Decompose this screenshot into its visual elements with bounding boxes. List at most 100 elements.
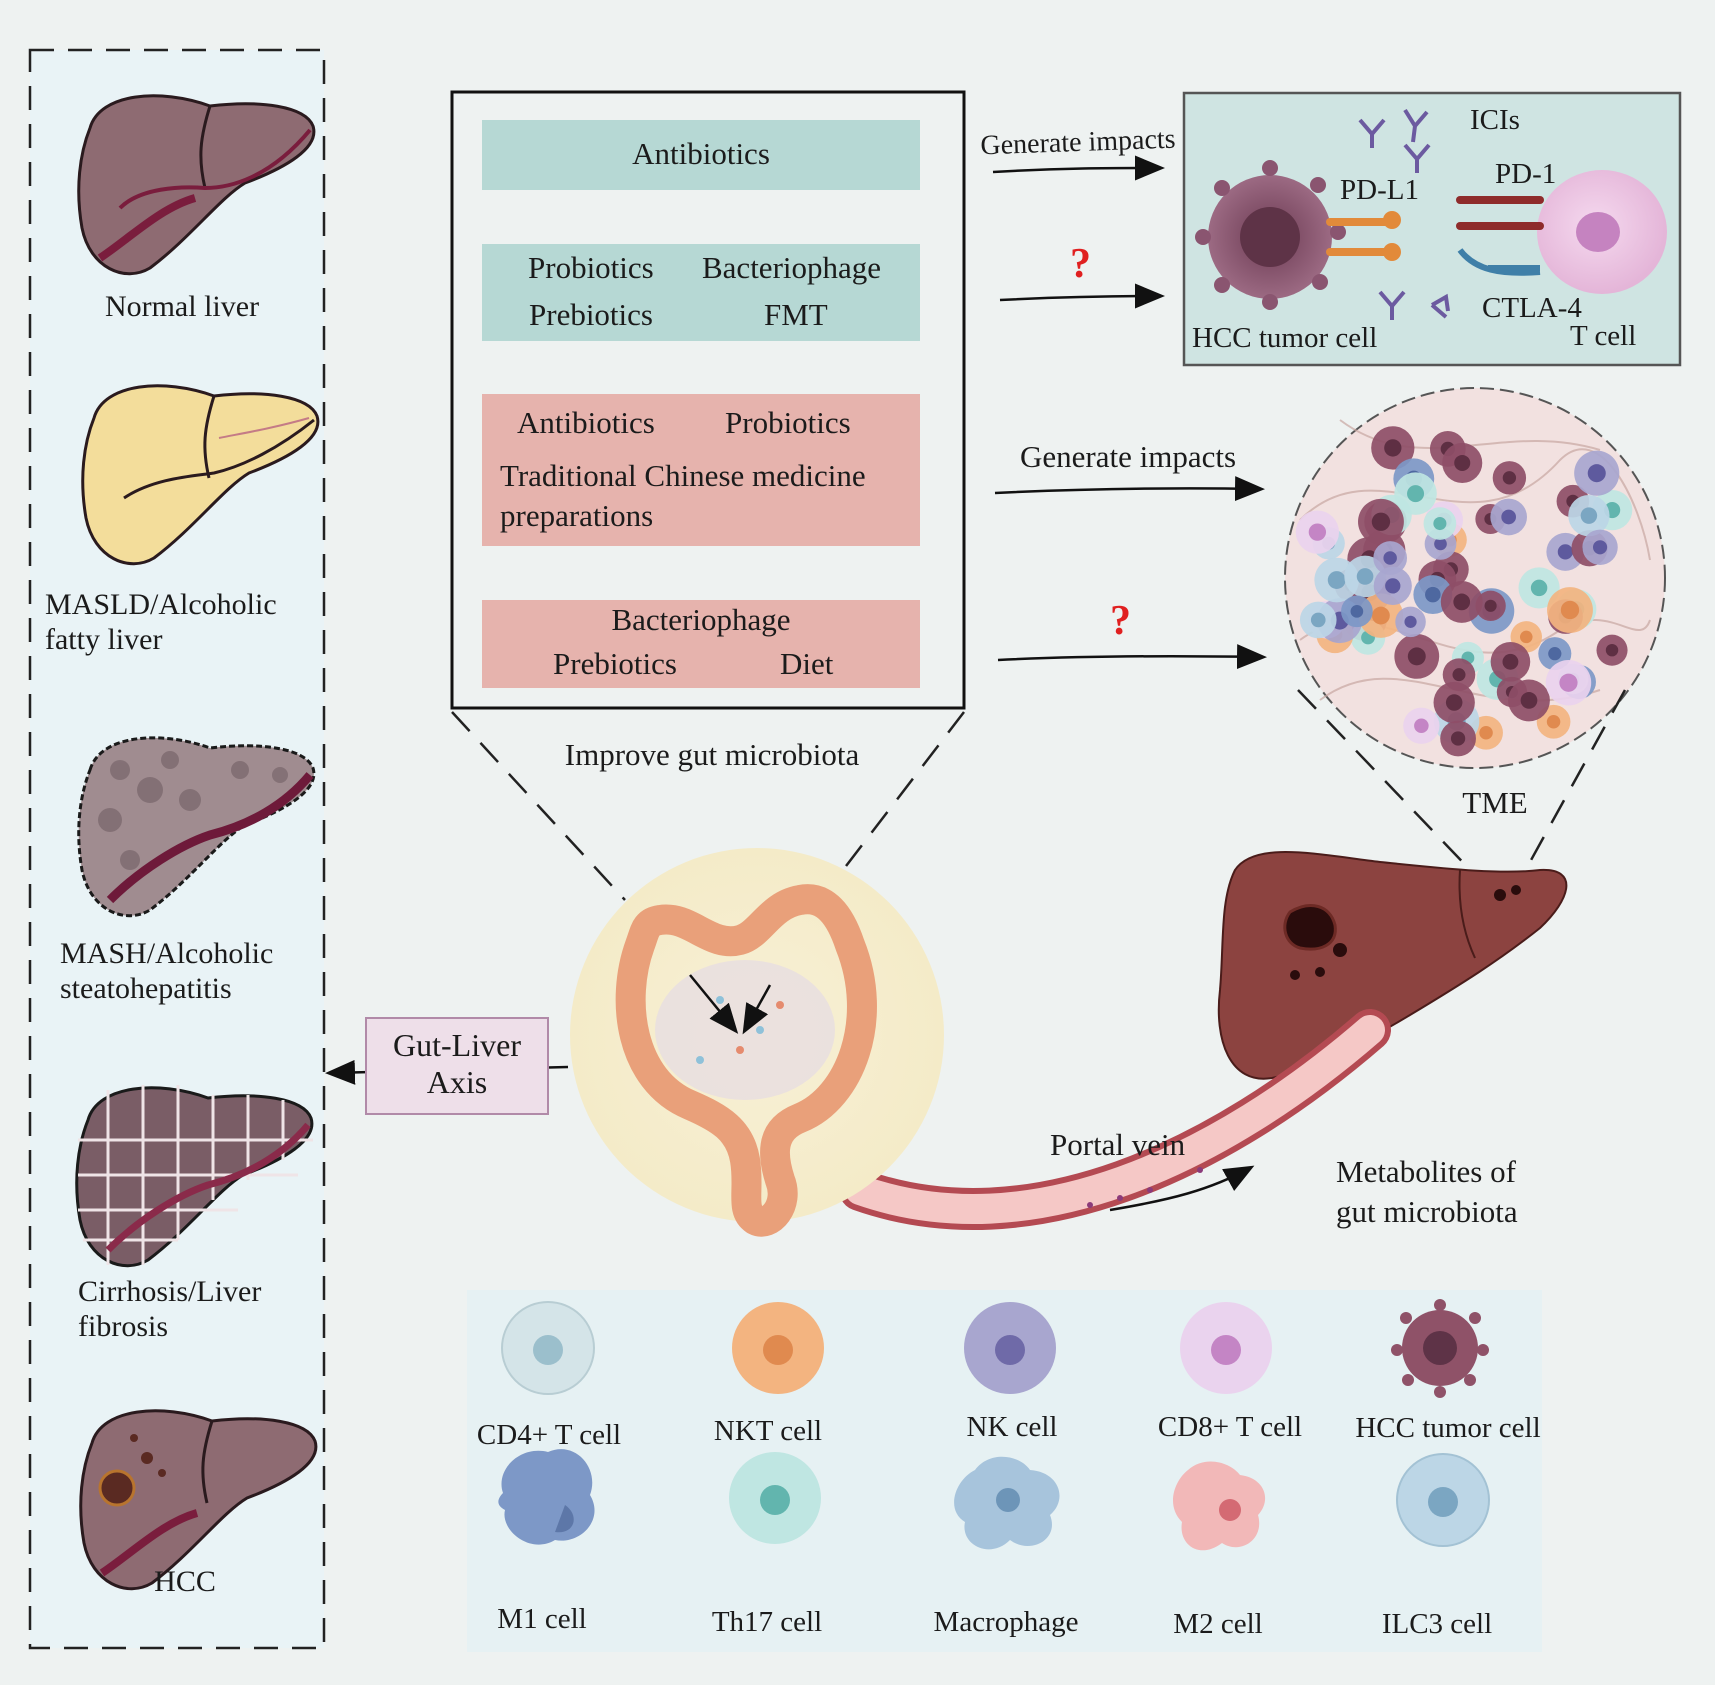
tme-cell-nucleus: [1407, 647, 1426, 666]
normal-liver-icon: [77, 94, 316, 276]
ici-t-cell-icon: [1537, 170, 1667, 294]
question-mark-2: ?: [1110, 598, 1131, 644]
tme-cell-nucleus: [1371, 512, 1391, 531]
tme-cell-nucleus: [1445, 694, 1463, 711]
zoom-lines-tme: [1297, 689, 1627, 881]
tme-cell-nucleus: [1592, 540, 1608, 555]
tme-cell-nucleus: [1501, 509, 1516, 525]
impact-arrows: [992, 155, 1267, 670]
tme-cell-nucleus: [1479, 725, 1493, 740]
portal-vein: [839, 1009, 1391, 1230]
tme-cell-nucleus: [1484, 599, 1497, 612]
legend-cd4-t-cell-icon: [501, 1301, 595, 1395]
legend-hcc-label: HCC tumor cell: [1355, 1412, 1541, 1444]
intervention-box-1: Antibiotics: [482, 120, 920, 190]
ctla-4-label: CTLA-4: [1482, 292, 1582, 324]
tme-cell-nucleus: [1559, 673, 1578, 692]
legend-ilc3-cell-icon: [1396, 1453, 1490, 1547]
intervention-frame: [450, 90, 966, 710]
tme-cell-nucleus: [1327, 571, 1346, 589]
legend-th17-label: Th17 cell: [711, 1606, 823, 1638]
box2-fmt: FMT: [764, 297, 828, 332]
question-mark-1: ?: [1070, 241, 1091, 287]
intervention-box-2: Probiotics Bacteriophage Prebiotics FMT: [482, 244, 920, 341]
legend-m2-cell-icon: [1172, 1461, 1266, 1551]
normal-liver-label: Normal liver: [104, 290, 260, 323]
tme-cell-nucleus: [1310, 612, 1326, 628]
zoom-lines-gut: [451, 711, 965, 901]
gut-icon: [570, 848, 944, 1237]
tme-cell-nucleus: [1434, 537, 1447, 551]
hcc-liver-icon: [79, 1409, 318, 1591]
tme-cell-nucleus: [1433, 517, 1447, 531]
box3-antibiotics: Antibiotics: [517, 405, 655, 440]
portal-vein-label: Portal vein: [1050, 1127, 1186, 1162]
box4-prebiotics: Prebiotics: [553, 646, 677, 681]
legend-cd4-label: CD4+ T cell: [476, 1419, 622, 1451]
ici-hcc-tumor-cell-icon: [1195, 160, 1346, 310]
t-cell-panel-label: T cell: [1570, 320, 1637, 352]
tme-cell-nucleus: [1548, 647, 1562, 661]
tme-cell-nucleus: [1308, 523, 1327, 541]
tme-cell-nucleus: [1452, 668, 1466, 682]
cirrhosis-liver-icon: [75, 1085, 314, 1268]
tme-cell-nucleus: [1425, 586, 1441, 603]
legend-nkt-label: NKT cell: [713, 1415, 823, 1447]
legend-cd8-t-cell-icon: [1180, 1302, 1272, 1394]
antibody-icon: [1358, 108, 1450, 320]
fatty-liver-icon: [81, 384, 320, 566]
pd-1-label: PD-1: [1495, 158, 1557, 190]
box3-tcm: Traditional Chinese medicine: [500, 458, 866, 493]
ici-panel: [1182, 91, 1682, 367]
axis-line1: Gut-Liver: [393, 1027, 521, 1063]
hcc-label: HCC: [154, 1565, 216, 1598]
tme-cell-nucleus: [1519, 630, 1533, 644]
tme-cell-nucleus: [1383, 551, 1397, 565]
legend-th17-cell-icon: [729, 1452, 821, 1544]
metabolites-label-line2: gut microbiota: [1336, 1194, 1518, 1229]
icis-label: ICIs: [1470, 104, 1520, 136]
box3-preparations: preparations: [500, 498, 654, 533]
mash-label-line1: MASH/Alcoholic: [60, 937, 274, 970]
masld-label-line1: MASLD/Alcoholic: [45, 588, 277, 621]
tme-cell-nucleus: [1454, 454, 1471, 471]
generate-impacts-label-2: Generate impacts: [1019, 439, 1237, 474]
legend-macrophage-icon: [954, 1456, 1060, 1550]
axis-line2: Axis: [426, 1063, 488, 1100]
intervention-box-3: Antibiotics Probiotics Traditional Chine…: [482, 394, 920, 546]
cirrhosis-label-line2: fibrosis: [78, 1310, 168, 1343]
tme-label: TME: [1462, 785, 1528, 820]
legend-m2-label: M2 cell: [1173, 1608, 1263, 1640]
tme-cell-nucleus: [1557, 544, 1573, 560]
legend-cd8-label: CD8+ T cell: [1157, 1411, 1303, 1443]
gut-liver-axis-box: Gut-Liver Axis: [365, 1017, 549, 1115]
legend-macrophage-label: Macrophage: [933, 1606, 1079, 1638]
tme-cell-nucleus: [1453, 593, 1471, 611]
tme-cell-nucleus: [1502, 471, 1517, 485]
masld-label-line2: fatty liver: [45, 623, 163, 656]
tme-cell-nucleus: [1520, 692, 1538, 709]
box3-probiotics: Probiotics: [725, 405, 851, 440]
tme-cell-nucleus: [1404, 615, 1417, 628]
tme-cell-nucleus: [1546, 714, 1561, 729]
legend-m1-label: M1 cell: [497, 1603, 587, 1635]
legend-nkt-cell-icon: [732, 1302, 824, 1394]
tme-cell-nucleus: [1560, 600, 1580, 620]
tme-cell-nucleus: [1605, 643, 1619, 657]
tme-cell-nucleus: [1587, 464, 1606, 483]
box2-prebiotics: Prebiotics: [529, 297, 653, 332]
mash-label-line2: steatohepatitis: [60, 972, 232, 1005]
tme-cell-nucleus: [1356, 568, 1374, 585]
legend-hcc-tumor-cell-icon: [1391, 1299, 1489, 1398]
legend-nk-cell-icon: [964, 1302, 1056, 1394]
box4-bacteriophage: Bacteriophage: [611, 602, 791, 637]
tme-cell-nucleus: [1414, 718, 1429, 734]
legend-m1-cell-icon: [498, 1449, 595, 1545]
box4-diet: Diet: [780, 646, 834, 681]
tme-circle: [1284, 387, 1666, 769]
intervention-box-4: Bacteriophage Prebiotics Diet: [482, 600, 920, 688]
metabolites-label-line1: Metabolites of: [1336, 1154, 1516, 1189]
mash-liver-icon: [77, 736, 316, 918]
tme-cell-nucleus: [1450, 731, 1466, 746]
